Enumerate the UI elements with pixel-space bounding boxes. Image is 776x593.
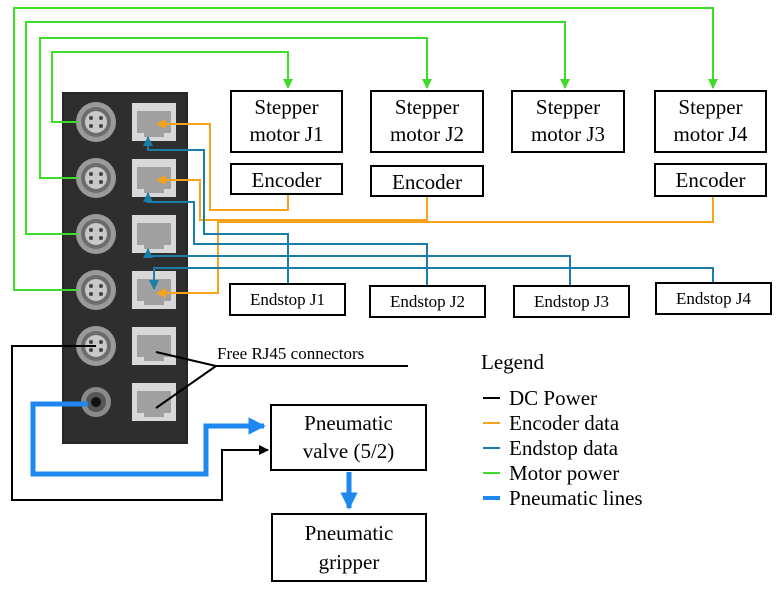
stepper-j2-line2: motor J2 [390, 122, 464, 146]
rj45-port [132, 159, 176, 197]
m12-connector [76, 158, 116, 198]
rj45-port [132, 215, 176, 253]
m12-connector [76, 102, 116, 142]
legend-label: DC Power [509, 386, 597, 410]
legend-label: Motor power [509, 461, 619, 485]
m12-connector [76, 214, 116, 254]
legend-title: Legend [481, 350, 544, 374]
legend-label: Pneumatic lines [509, 486, 643, 510]
stepper-j4-line1: Stepper [678, 95, 742, 119]
legend-label: Endstop data [509, 436, 619, 460]
free-rj45-label: Free RJ45 connectors [217, 344, 364, 363]
legend-item-motor-power: Motor power [483, 461, 619, 485]
gripper-line2: gripper [319, 550, 380, 574]
pneumatic-port [81, 387, 111, 417]
motor-power-line-j3 [25, 21, 570, 235]
stepper-j4-line2: motor J4 [673, 122, 748, 146]
gripper-line1: Pneumatic [305, 521, 394, 545]
endstop-j2-box: Endstop J2 [369, 285, 486, 318]
motor-power-line-j1 [51, 51, 293, 123]
encoder-data-lines [156, 119, 714, 298]
valve-line2: valve (5/2) [303, 439, 395, 463]
stepper-j2-line1: Stepper [395, 95, 459, 119]
dc-power-lines [11, 345, 408, 501]
encoder-j2-label: Encoder [392, 170, 462, 194]
motor-power-line-j4 [13, 7, 718, 291]
pneumatic-gripper-box: Pneumatic gripper [271, 513, 427, 582]
stepper-j3-line1: Stepper [536, 95, 600, 119]
motor-power-lines [13, 7, 718, 291]
stepper-j1-line1: Stepper [254, 95, 318, 119]
dc-power-line-valve [11, 345, 269, 501]
free-rj45-pointer-1 [155, 351, 217, 367]
endstop-j1-label: Endstop J1 [250, 290, 325, 309]
rj45-port [132, 103, 176, 141]
encoder-line-j1 [156, 119, 289, 211]
m12-connectors [76, 102, 116, 417]
stepper-motor-j2-box: Stepper motor J2 [370, 90, 484, 153]
valve-line1: Pneumatic [304, 411, 393, 435]
stepper-j3-line2: motor J3 [531, 122, 605, 146]
legend-label: Encoder data [509, 411, 620, 435]
encoder-j2-box: Encoder [370, 165, 484, 197]
encoder-j4-label: Encoder [676, 168, 746, 192]
stepper-motor-j3-box: Stepper motor J3 [511, 90, 625, 153]
endstop-line-j1 [143, 136, 289, 284]
pneumatic-lines-group [30, 401, 358, 510]
endstop-line-j4 [149, 267, 714, 290]
legend-item-dc-power: DC Power [483, 386, 597, 410]
free-rj45-pointer-2 [155, 365, 217, 409]
endstop-j4-label: Endstop J4 [676, 289, 752, 308]
rj45-connectors [132, 103, 176, 421]
legend-item-pneumatic-lines: Pneumatic lines [483, 486, 643, 510]
endstop-line-j3 [143, 248, 571, 286]
endstop-j3-box: Endstop J3 [513, 285, 630, 318]
stepper-motor-j4-box: Stepper motor J4 [654, 90, 767, 153]
legend: Legend DC Power Encoder data Endstop dat… [481, 350, 643, 510]
encoder-j1-box: Encoder [230, 163, 343, 195]
stepper-motor-j1-box: Stepper motor J1 [230, 90, 343, 153]
endstop-j4-box: Endstop J4 [655, 282, 772, 315]
motor-power-line-j2 [39, 37, 432, 179]
legend-item-endstop-data: Endstop data [483, 436, 619, 460]
endstop-j2-label: Endstop J2 [390, 292, 465, 311]
endstop-j3-label: Endstop J3 [534, 292, 609, 311]
rj45-port-free [132, 327, 176, 365]
rj45-port-free [132, 383, 176, 421]
encoder-line-j2 [156, 175, 428, 221]
stepper-j1-line2: motor J1 [249, 122, 323, 146]
encoder-line-j4 [156, 196, 714, 298]
pneumatic-valve-box: Pneumatic valve (5/2) [270, 404, 427, 471]
pneumatic-line-to-valve [30, 401, 266, 477]
endstop-j1-box: Endstop J1 [229, 283, 346, 316]
legend-item-encoder-data: Encoder data [483, 411, 620, 435]
m12-connector [76, 270, 116, 310]
endstop-line-j2 [143, 192, 428, 286]
encoder-j1-label: Encoder [252, 168, 322, 192]
endstop-data-lines [143, 136, 714, 290]
encoder-j4-box: Encoder [654, 163, 767, 197]
